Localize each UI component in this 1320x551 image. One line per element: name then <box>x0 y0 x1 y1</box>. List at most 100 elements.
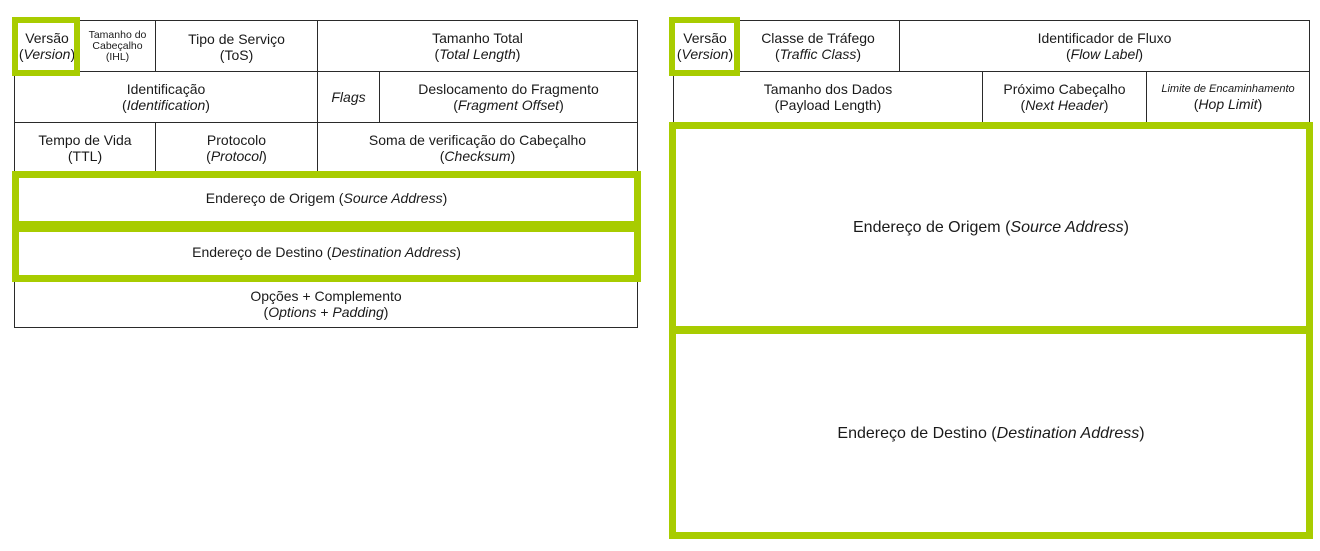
ipv6-traffic-class-field: Classe de Tráfego (Traffic Class) <box>737 21 899 71</box>
field-label: Soma de verificação do Cabeçalho <box>368 132 587 148</box>
field-label: Flags <box>331 89 366 105</box>
ipv4-destination-address-field: Endereço de Destino (Destination Address… <box>192 244 461 260</box>
field-label-en-wrap: (ToS) <box>219 47 254 63</box>
field-label-en-wrap: (Version) <box>676 46 734 62</box>
field-label-en-wrap: (Total Length) <box>434 46 521 62</box>
grid-line <box>317 71 318 123</box>
field-label: Próximo Cabeçalho <box>1003 81 1126 97</box>
field-label-en: Hop Limit <box>1198 96 1258 112</box>
grid-line <box>14 327 638 328</box>
ipv6-payload-length-field: Tamanho dos Dados (Payload Length) <box>674 72 982 122</box>
field-label: Tipo de Serviço <box>188 31 285 47</box>
ipv4-ihl-field: Tamanho do Cabeçalho (IHL) <box>80 21 155 71</box>
ipv6-version-field: Versão (Version) <box>674 21 736 71</box>
ipv6-flow-label-field: Identificador de Fluxo (Flow Label) <box>900 21 1309 71</box>
field-label-en-wrap: (Options + Padding) <box>263 304 389 320</box>
field-label: Tamanho dos Dados <box>763 81 893 97</box>
ipv4-version-field: Versão (Version) <box>15 21 79 71</box>
grid-line <box>155 122 156 174</box>
field-label: Classe de Tráfego <box>761 30 875 46</box>
field-label-en: Fragment Offset <box>457 97 560 113</box>
field-label: Identificação <box>126 81 206 97</box>
grid-line <box>317 122 318 174</box>
ipv6-version-highlight <box>669 17 740 76</box>
ipv4-tos-field: Tipo de Serviço (ToS) <box>156 21 317 71</box>
field-label-en: Traffic Class <box>779 46 857 62</box>
field-label-en: Next Header <box>1025 97 1104 113</box>
field-label-en-wrap: (Version) <box>18 46 76 62</box>
field-label-en: ToS <box>224 47 249 63</box>
field-label-en: Payload Length <box>779 97 877 113</box>
field-label-en: Padding <box>332 304 384 320</box>
field-label: Tempo de Vida <box>38 132 132 148</box>
field-label: Versão <box>683 30 727 46</box>
ipv4-ttl-field: Tempo de Vida (TTL) <box>15 123 155 173</box>
field-label: Endereço de Origem <box>205 190 335 206</box>
field-label: Tamanho Total <box>432 30 523 46</box>
field-label-en-wrap: (Traffic Class) <box>774 46 862 62</box>
grid-line <box>14 71 638 72</box>
plus-sign: + <box>320 304 329 320</box>
ipv4-identification-field: Identificação (Identification) <box>15 72 317 122</box>
ipv6-source-highlight <box>669 122 1313 333</box>
field-label-en: Protocol <box>210 148 263 164</box>
field-label: Cabeçalho <box>92 39 143 52</box>
grid-line <box>899 20 900 72</box>
ipv4-total-length-field: Tamanho Total (Total Length) <box>318 21 637 71</box>
field-label: Endereço de Origem <box>853 218 1001 236</box>
ipv6-destination-highlight <box>669 327 1313 539</box>
grid-line <box>317 20 318 72</box>
ipv4-destination-highlight <box>12 225 641 282</box>
field-label: Deslocamento do Fragmento <box>418 81 599 97</box>
field-label: Opções + Complemento <box>250 288 402 304</box>
field-label-en-wrap: (Hop Limit) <box>1193 96 1263 112</box>
grid-line <box>673 71 1310 72</box>
field-label-en: IHL <box>109 50 126 63</box>
field-label-en-wrap: (Checksum) <box>439 148 516 164</box>
field-label: Versão <box>25 30 69 46</box>
field-label-en: Total Length <box>439 46 516 62</box>
field-label-en: Identification <box>126 97 206 113</box>
ipv6-destination-address-field: Endereço de Destino (Destination Address… <box>837 424 1145 442</box>
ipv6-source-address-field: Endereço de Origem (Source Address) <box>853 218 1129 236</box>
field-label-en: Source Address <box>1010 218 1124 236</box>
field-label: Protocolo <box>206 132 267 148</box>
ipv6-hop-limit-field: Limite de Encaminhamento (Hop Limit) <box>1147 72 1309 122</box>
field-label-en: Checksum <box>444 148 511 164</box>
field-label-en-wrap: (Protocol) <box>206 148 267 164</box>
grid-line <box>379 71 380 123</box>
field-label: Identificador de Fluxo <box>1037 30 1172 46</box>
grid-line <box>14 122 638 123</box>
ipv4-checksum-field: Soma de verificação do Cabeçalho (Checks… <box>318 123 637 173</box>
grid-line <box>673 20 1310 21</box>
field-label-en-wrap: (IHL) <box>105 50 130 63</box>
ipv4-source-highlight <box>12 171 641 228</box>
field-label-en: TTL <box>72 148 98 164</box>
grid-line <box>1309 20 1310 123</box>
grid-line <box>14 20 638 21</box>
field-label-en-wrap: (Fragment Offset) <box>453 97 564 113</box>
grid-line <box>982 71 983 123</box>
ipv4-protocol-field: Protocolo (Protocol) <box>156 123 317 173</box>
ipv4-flags-field: Flags <box>318 72 379 122</box>
field-label-en: Flow Label <box>1070 46 1139 62</box>
field-label: Tamanho do <box>88 28 147 41</box>
field-label-en: Destination Address <box>331 244 457 260</box>
field-label-en-wrap: (Identification) <box>122 97 210 113</box>
grid-line <box>1146 71 1147 123</box>
field-label-en: Source Address <box>343 190 443 206</box>
field-label-en-wrap: (Payload Length) <box>774 97 882 113</box>
field-label-en-wrap: (TTL) <box>67 148 103 164</box>
field-label-en-wrap: (Next Header) <box>1020 97 1109 113</box>
field-label-en-wrap: (Flow Label) <box>1065 46 1144 62</box>
field-label-en: Version <box>23 46 71 62</box>
ipv4-options-field: Opções + Complemento (Options + Padding) <box>15 282 637 326</box>
ipv4-fragment-offset-field: Deslocamento do Fragmento (Fragment Offs… <box>380 72 637 122</box>
field-label: Endereço de Destino <box>837 424 987 442</box>
ipv4-version-highlight <box>12 17 80 76</box>
field-label-en: Options <box>268 304 317 320</box>
field-label: Limite de Encaminhamento <box>1161 83 1295 95</box>
field-label-en: Destination Address <box>996 424 1140 442</box>
ipv4-source-address-field: Endereço de Origem (Source Address) <box>205 190 448 206</box>
grid-line <box>155 20 156 72</box>
